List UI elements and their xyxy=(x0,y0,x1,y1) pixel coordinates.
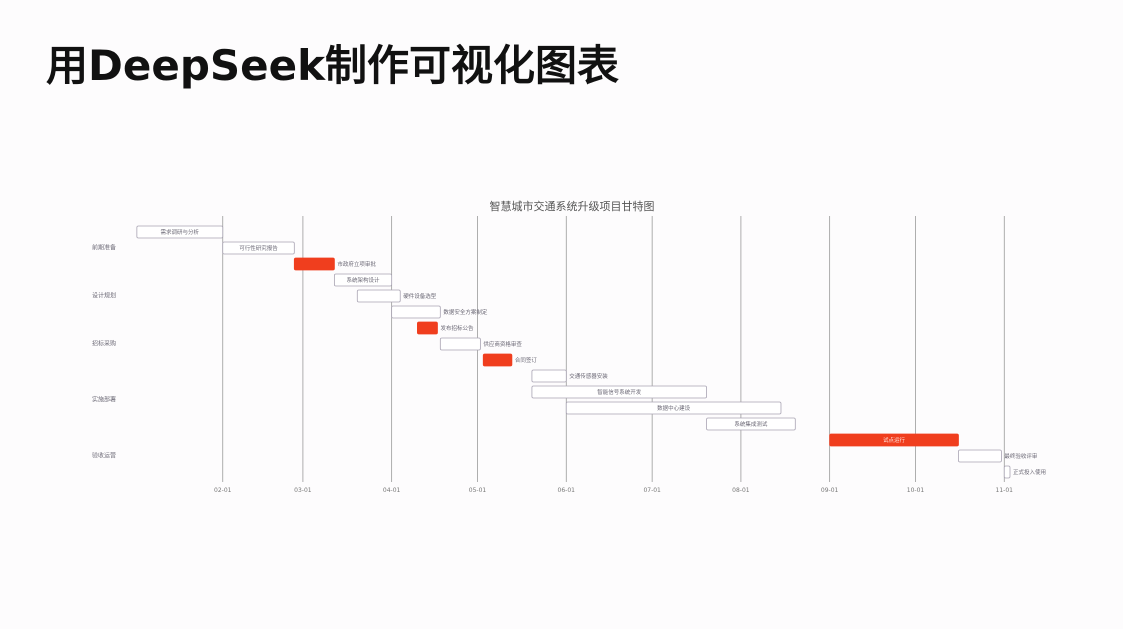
task-label: 供应商资格审查 xyxy=(483,340,522,348)
task-bar xyxy=(565,401,782,415)
task-bar xyxy=(439,337,481,351)
task-label: 需求调研与分析 xyxy=(161,228,200,236)
task-row: 可行性研究报告 xyxy=(222,241,295,255)
task-bars: 需求调研与分析可行性研究报告市政府立项审批系统架构设计硬件设备选型数据安全方案制… xyxy=(136,225,1046,479)
task-row: 硬件设备选型 xyxy=(356,289,437,303)
task-bar xyxy=(136,225,224,239)
task-label: 数据中心建设 xyxy=(657,404,691,412)
task-label: 智能信号系统开发 xyxy=(597,388,642,396)
task-bar xyxy=(222,241,295,255)
phase-label: 设计规划 xyxy=(92,292,116,300)
x-tick-label: 05-01 xyxy=(469,487,487,494)
task-bar xyxy=(356,289,401,303)
critical-task-bar xyxy=(482,353,513,367)
task-row: 智能信号系统开发 xyxy=(531,385,707,399)
x-tick-label: 03-01 xyxy=(294,487,312,494)
task-label: 数据安全方案制定 xyxy=(443,308,488,316)
task-label: 可行性研究报告 xyxy=(239,244,278,252)
task-label: 试点运行 xyxy=(883,436,906,444)
critical-task-bar xyxy=(417,321,438,335)
x-axis-ticks: 02-01 03-01 04-01 05-01 06-01 07-01 08-01 09-01… xyxy=(214,487,1013,494)
task-row: 市政府立项审批 xyxy=(293,257,376,271)
phase-label: 招标采购 xyxy=(92,340,116,348)
slide-title: 用DeepSeek制作可视化图表 xyxy=(46,41,620,90)
task-label: 市政府立项审批 xyxy=(337,260,376,268)
task-row: 需求调研与分析 xyxy=(136,225,224,239)
task-row: 系统架构设计 xyxy=(333,273,393,287)
task-row: 试点运行 xyxy=(829,433,959,447)
x-tick-label: 06-01 xyxy=(558,487,576,494)
task-bar xyxy=(706,417,796,431)
x-tick-label: 11-01 xyxy=(996,487,1014,494)
task-bar xyxy=(531,369,567,383)
grid-lines xyxy=(222,216,1005,482)
phase-label: 验收运营 xyxy=(92,452,116,460)
critical-task-bar xyxy=(829,433,959,447)
x-tick-label: 09-01 xyxy=(821,487,839,494)
task-label: 合同签订 xyxy=(515,356,538,364)
task-row: 最终验收评审 xyxy=(958,449,1038,463)
task-label: 系统集成测试 xyxy=(734,420,768,428)
phase-label: 实施部署 xyxy=(92,396,116,404)
task-row: 正式投入使用 xyxy=(1003,465,1046,479)
task-row: 数据安全方案制定 xyxy=(391,305,488,319)
x-tick-label: 02-01 xyxy=(214,487,232,494)
task-bar xyxy=(1003,465,1011,479)
task-row: 合同签订 xyxy=(482,353,538,367)
x-tick-label: 08-01 xyxy=(732,487,750,494)
task-row: 系统集成测试 xyxy=(706,417,796,431)
task-label: 硬件设备选型 xyxy=(403,292,437,300)
task-bar xyxy=(531,385,707,399)
task-label: 正式投入使用 xyxy=(1013,468,1046,476)
task-bar xyxy=(958,449,1002,463)
task-row: 数据中心建设 xyxy=(565,401,782,415)
task-label: 最终验收评审 xyxy=(1004,452,1038,460)
task-label: 交通传感器安装 xyxy=(569,372,608,380)
task-label: 系统架构设计 xyxy=(347,276,381,284)
phase-label: 前期准备 xyxy=(92,244,116,252)
x-tick-label: 07-01 xyxy=(643,487,661,494)
critical-task-bar xyxy=(293,257,335,271)
task-row: 发布招标公告 xyxy=(417,321,474,335)
task-row: 交通传感器安装 xyxy=(531,369,608,383)
chart-title: 智慧城市交通系统升级项目甘特图 xyxy=(490,199,655,213)
task-bar xyxy=(333,273,393,287)
task-label: 发布招标公告 xyxy=(440,324,474,332)
task-row: 供应商资格审查 xyxy=(439,337,522,351)
x-tick-label: 04-01 xyxy=(383,487,401,494)
task-bar xyxy=(391,305,441,319)
x-tick-label: 10-01 xyxy=(907,487,925,494)
